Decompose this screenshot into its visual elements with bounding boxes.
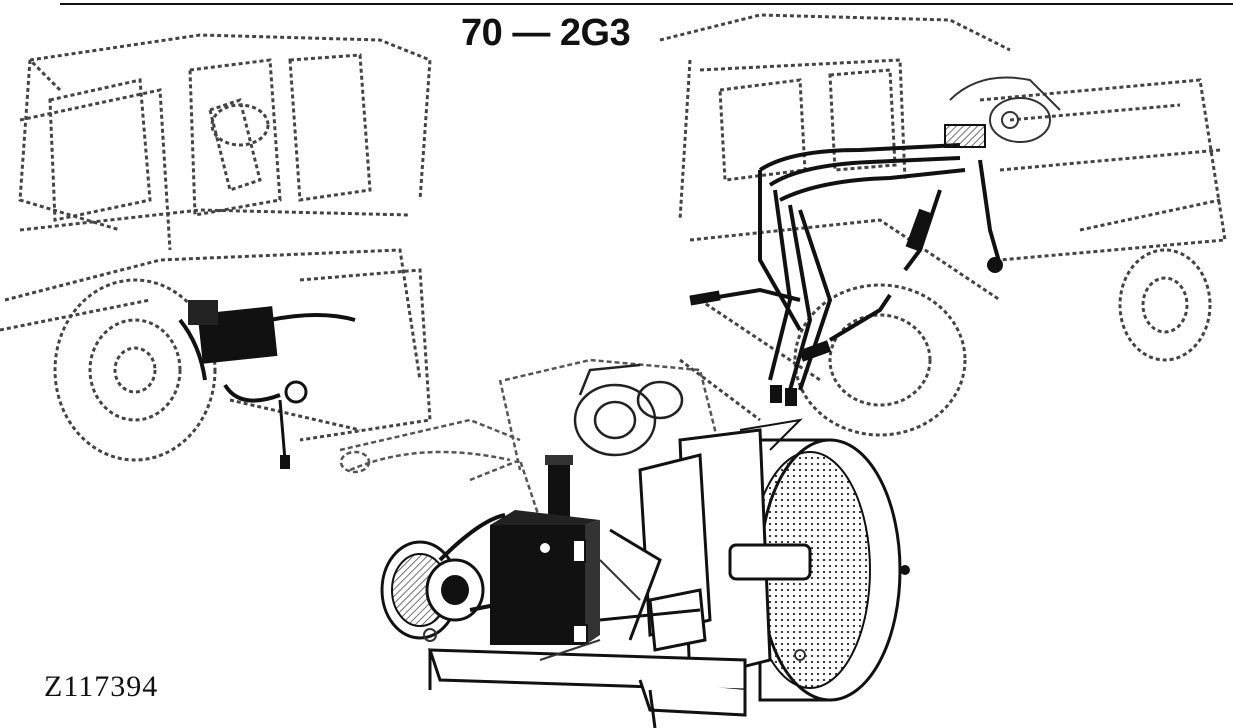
frame-braces	[423, 559, 806, 661]
hydraulic-pump	[380, 513, 506, 640]
right-hydraulic-fittings	[689, 124, 1003, 406]
cooler-housing	[638, 428, 812, 682]
engine-block-outline	[339, 358, 722, 521]
engine-manifold	[573, 363, 684, 457]
left-combine-outline	[0, 33, 432, 462]
page-code: 70 — 2G3	[455, 12, 637, 55]
right-combine-outline	[659, 13, 1227, 437]
right-engine-detail	[949, 76, 1061, 143]
figure-id: Z117394	[44, 670, 159, 703]
right-hydraulic-lines	[699, 143, 1002, 391]
left-reservoir	[178, 300, 356, 469]
air-cleaner	[739, 418, 910, 702]
hydraulic-reservoir	[490, 455, 600, 645]
mounting-frame	[427, 528, 747, 728]
header-rule	[60, 3, 1233, 5]
